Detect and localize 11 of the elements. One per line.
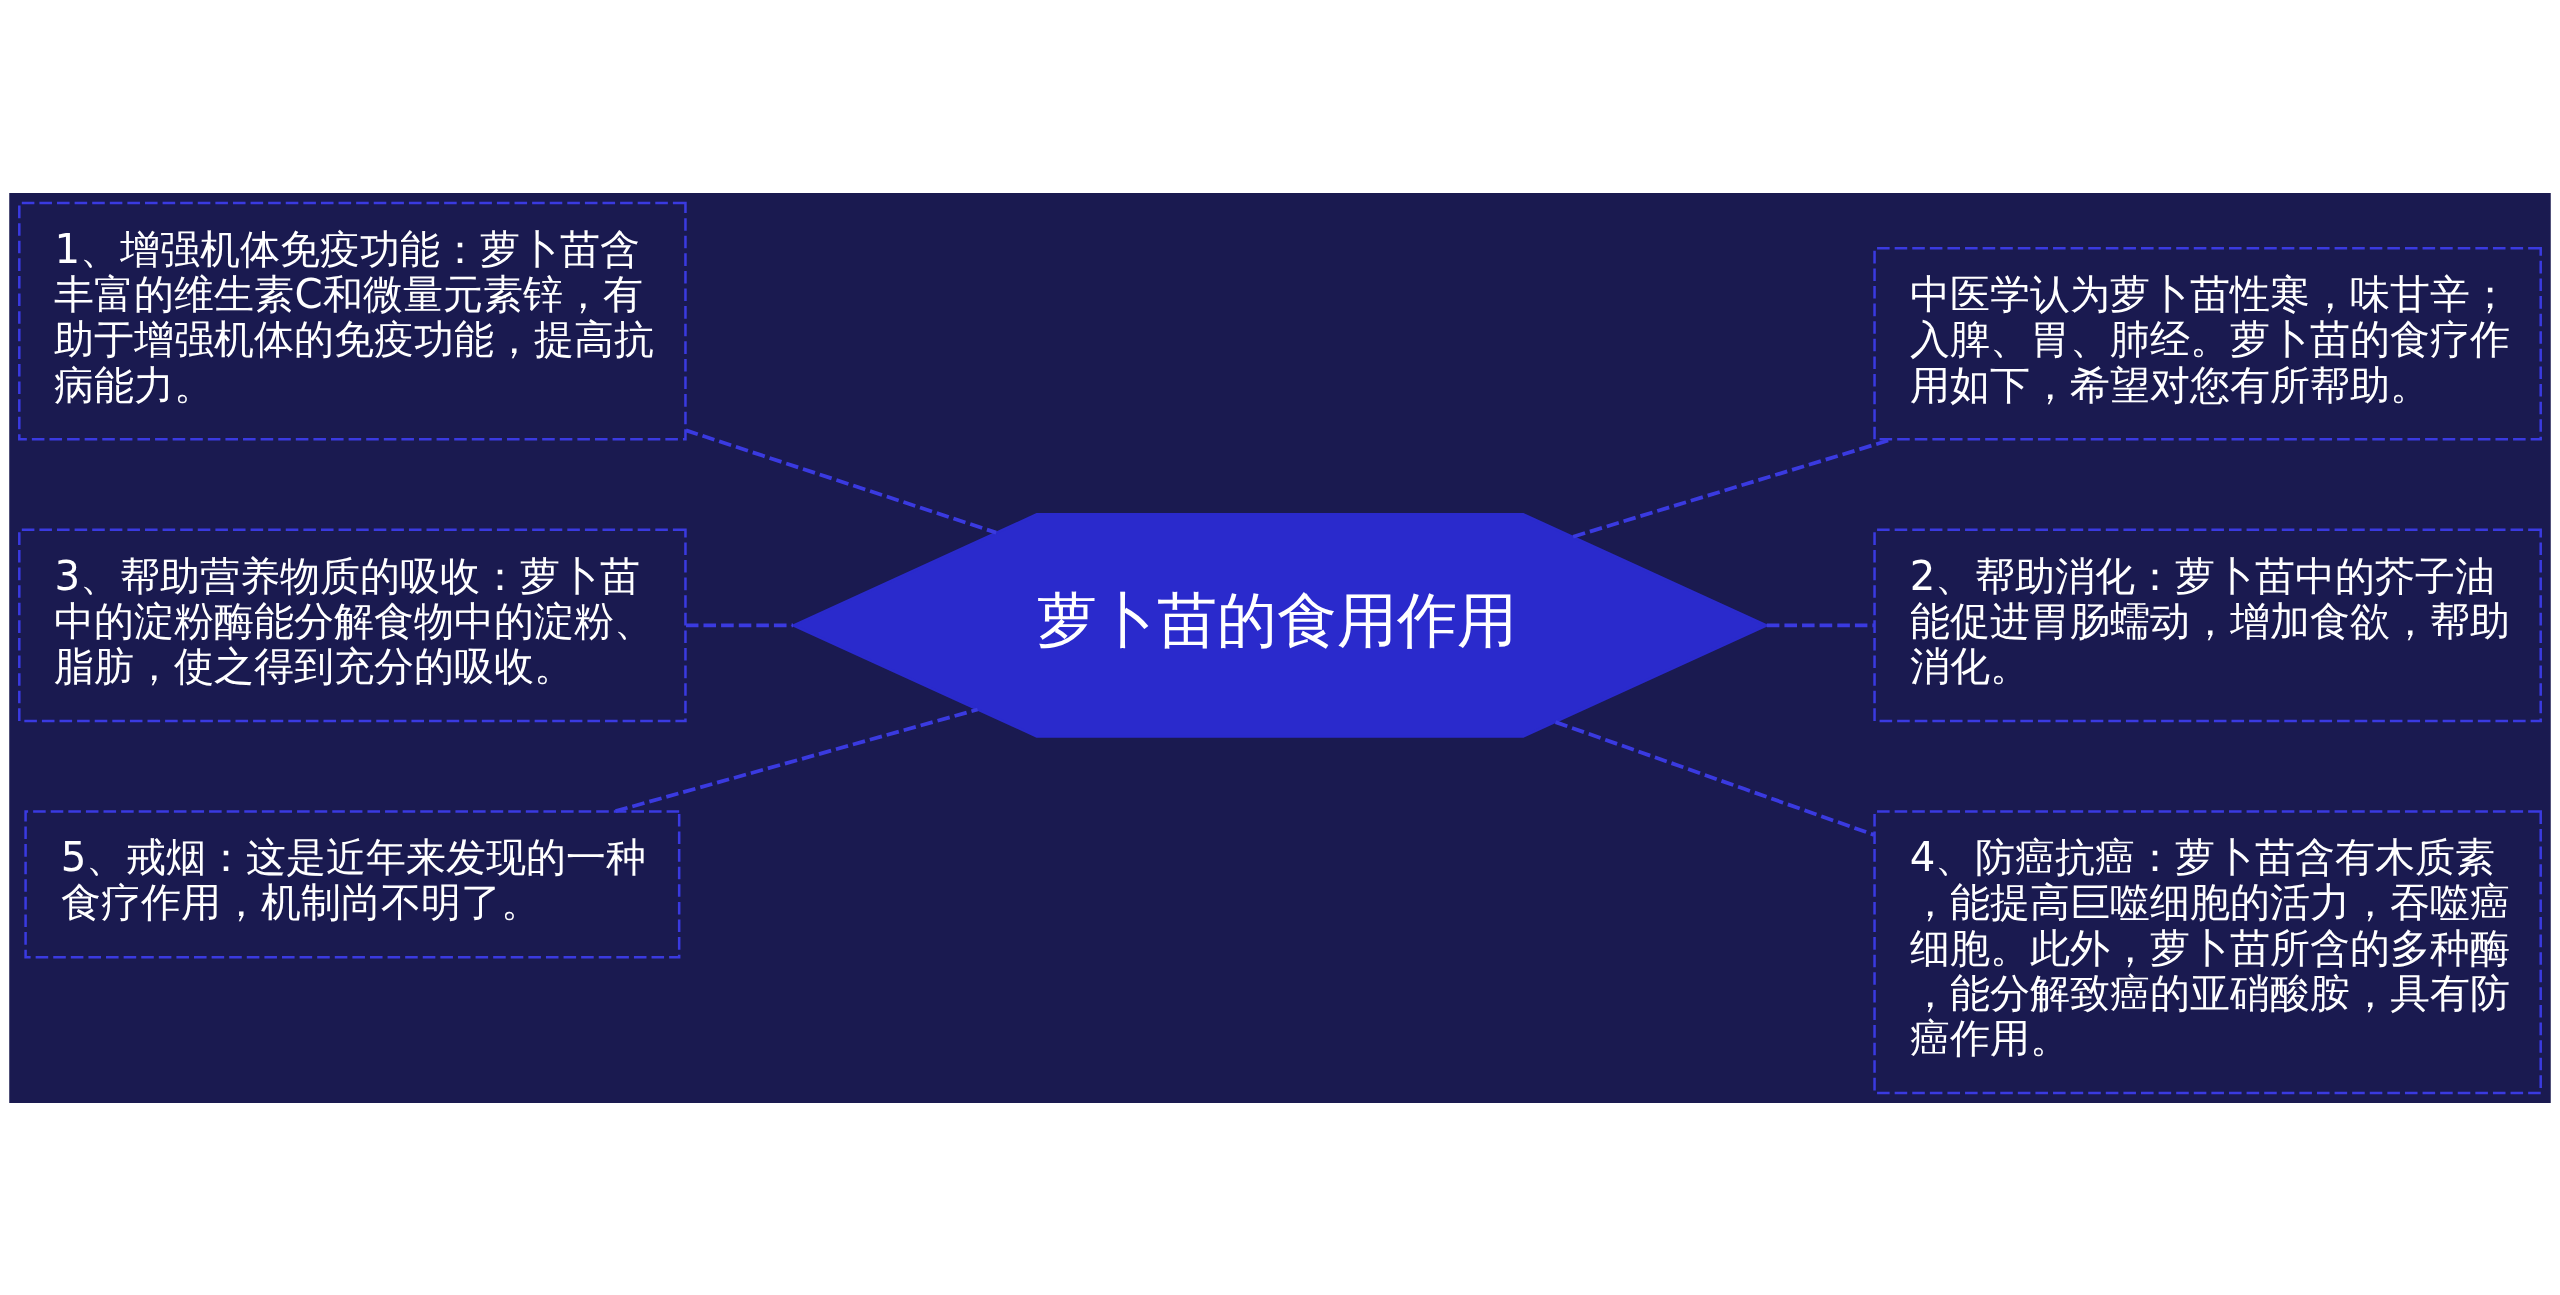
connector bbox=[615, 707, 979, 813]
connector bbox=[685, 428, 997, 534]
node-box: 中医学认为萝卜苗性寒，味甘辛；入脾、胃、肺经。萝卜苗的食疗作用如下，希望对您有所帮助。 bbox=[1873, 246, 2542, 441]
node-box: 2、帮助消化：萝卜苗中的芥子油能促进胃肠蠕动，增加食欲，帮助消化。 bbox=[1873, 528, 2542, 722]
node-box: 3、帮助营养物质的吸收：萝卜苗中的淀粉酶能分解食物中的淀粉、脂肪，使之得到充分的吸收。 bbox=[18, 528, 687, 722]
connector bbox=[1766, 623, 1875, 627]
node-box: 1、增强机体免疫功能：萝卜苗含丰富的维生素C和微量元素锌，有助于增强机体的免疫功能，提高抗病能力。 bbox=[18, 201, 687, 441]
connector bbox=[1554, 719, 1875, 837]
node-box: 5、戒烟：这是近年来发现的一种食疗作用，机制尚不明了。 bbox=[24, 809, 681, 958]
connector bbox=[686, 623, 793, 627]
node-box: 4、防癌抗癌：萝卜苗含有木质素，能提高巨噬细胞的活力，吞噬癌细胞。此外，萝卜苗所含的多种酶，能分解致癌的亚硝酸胺，具有防癌作用。 bbox=[1873, 809, 2542, 1094]
